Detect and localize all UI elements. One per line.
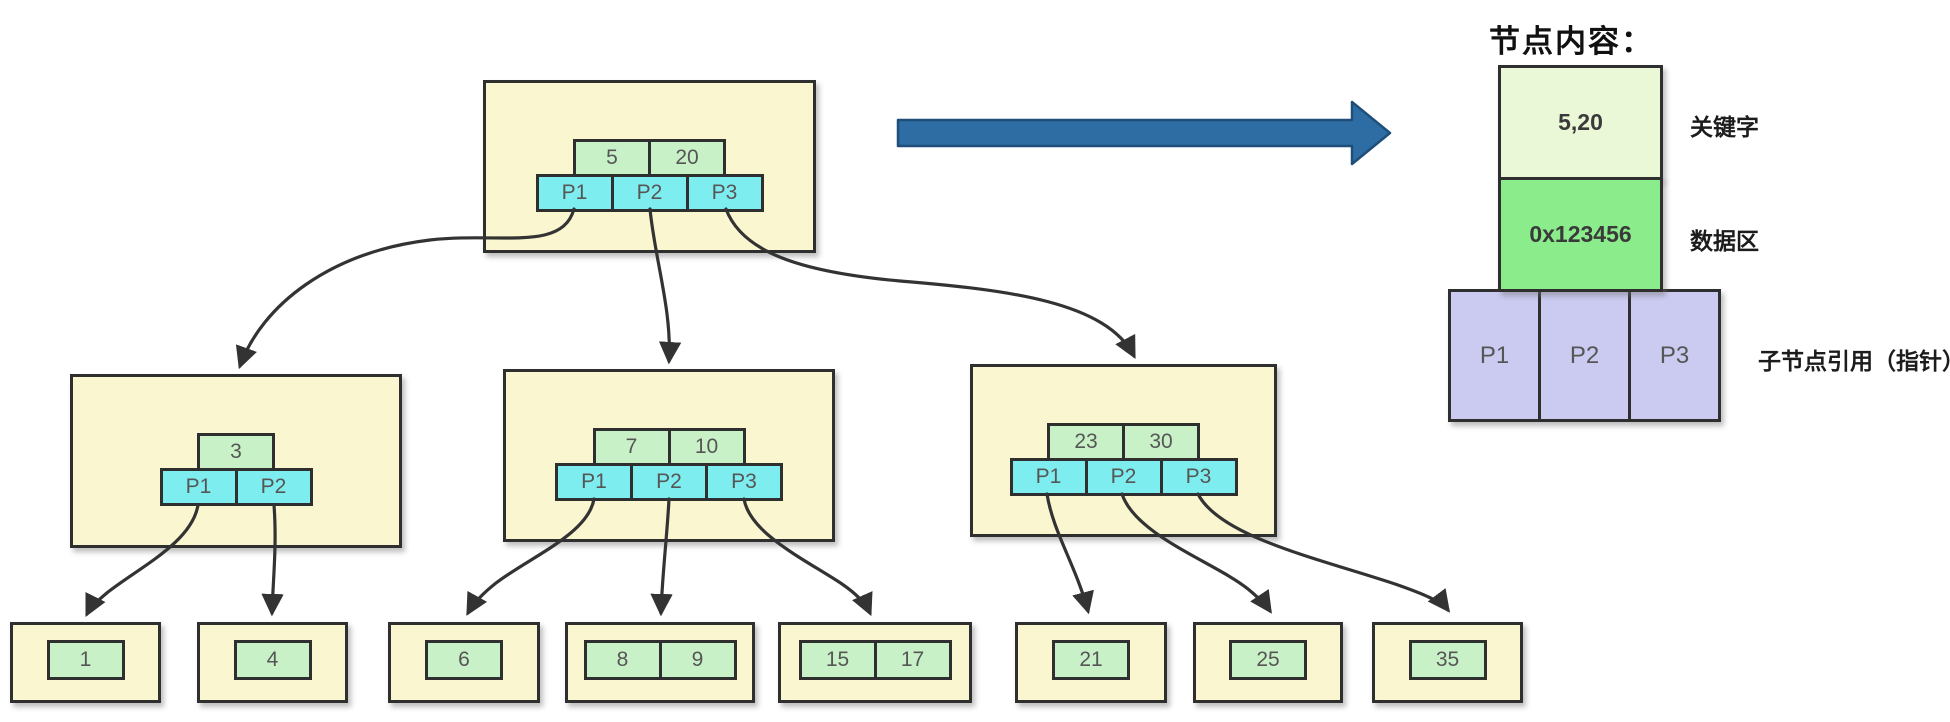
- pointer-cell: P2: [630, 463, 708, 501]
- pointer-cell: P1: [159, 468, 238, 506]
- root-cell-cluster: 5 20 P1 P2 P3: [486, 139, 813, 212]
- leaf-key-row: 1: [13, 640, 158, 680]
- key-cell: 15: [798, 640, 877, 680]
- btree-leaf-node: 4: [197, 622, 348, 703]
- leaf-key-row: 35: [1375, 640, 1520, 680]
- legend-title: 节点内容：: [1489, 24, 1654, 59]
- legend-data-label: 数据区: [1690, 228, 1759, 254]
- legend-data-box: 0x123456: [1498, 177, 1663, 292]
- key-cell: 9: [658, 640, 737, 680]
- btree-leaf-node: 25: [1193, 622, 1343, 703]
- internal-key-row: 3: [197, 433, 275, 471]
- key-cell: 30: [1122, 423, 1200, 461]
- key-cell: 35: [1408, 640, 1487, 680]
- key-cell: 5: [573, 139, 651, 177]
- pointer-cell: P2: [1084, 458, 1163, 496]
- pointer-cell: P3: [685, 174, 764, 212]
- key-cell: 10: [667, 428, 746, 466]
- key-cell: 8: [583, 640, 662, 680]
- leaf-key-row: 8 9: [568, 640, 752, 680]
- btree-leaf-node: 1: [10, 622, 161, 703]
- btree-root-node: 5 20 P1 P2 P3: [483, 80, 816, 253]
- pointer-cell: P2: [234, 468, 313, 506]
- key-cell: 6: [425, 640, 503, 680]
- internal-pointer-row: P1 P2: [159, 468, 313, 506]
- leaf-key-row: 15 17: [781, 640, 969, 680]
- key-cell: 23: [1047, 423, 1125, 461]
- key-cell: 20: [648, 139, 726, 177]
- key-cell: 4: [233, 640, 312, 680]
- root-pointer-row: P1 P2 P3: [535, 174, 764, 212]
- leaf-key-row: 25: [1196, 640, 1340, 680]
- key-cell: 25: [1229, 640, 1307, 680]
- btree-leaf-node: 15 17: [778, 622, 972, 703]
- internal-pointer-row: P1 P2 P3: [555, 463, 783, 501]
- key-cell: 3: [197, 433, 275, 471]
- btree-internal-node-right: 23 30 P1 P2 P3: [970, 364, 1277, 537]
- pointer-cell: P1: [1009, 458, 1088, 496]
- internal-cell-cluster: 3 P1 P2: [73, 433, 399, 506]
- internal-key-row: 23 30: [1047, 423, 1200, 461]
- btree-leaf-node: 35: [1372, 622, 1523, 703]
- legend-keys-label: 关键字: [1690, 114, 1759, 140]
- pointer-cell: P3: [705, 463, 783, 501]
- pointer-cell: P1: [535, 174, 614, 212]
- legend-pointer-row: P1 P2 P3: [1448, 289, 1721, 422]
- legend-pointer-cell: P2: [1538, 289, 1631, 422]
- pointer-cell: P3: [1159, 458, 1238, 496]
- leaf-key-row: 4: [200, 640, 345, 680]
- internal-key-row: 7 10: [592, 428, 746, 466]
- leaf-key-row: 6: [391, 640, 537, 680]
- big-right-arrow: [896, 100, 1392, 166]
- internal-cell-cluster: 7 10 P1 P2 P3: [506, 428, 832, 501]
- key-cell: 17: [873, 640, 952, 680]
- btree-leaf-node: 6: [388, 622, 540, 703]
- legend-pointer-cell: P3: [1628, 289, 1721, 422]
- legend-pointers-label: 子节点引用（指针）: [1758, 348, 1950, 374]
- btree-internal-node-left: 3 P1 P2: [70, 374, 402, 548]
- key-cell: 1: [46, 640, 125, 680]
- key-cell: 21: [1052, 640, 1130, 680]
- key-cell: 7: [592, 428, 671, 466]
- pointer-cell: P2: [610, 174, 689, 212]
- internal-pointer-row: P1 P2 P3: [1009, 458, 1238, 496]
- root-key-row: 5 20: [573, 139, 726, 177]
- internal-cell-cluster: 23 30 P1 P2 P3: [973, 423, 1274, 496]
- leaf-key-row: 21: [1018, 640, 1164, 680]
- btree-internal-node-middle: 7 10 P1 P2 P3: [503, 369, 835, 542]
- legend-keys-box: 5,20: [1498, 65, 1663, 180]
- btree-leaf-node: 8 9: [565, 622, 755, 703]
- pointer-cell: P1: [555, 463, 633, 501]
- legend-pointer-cell: P1: [1448, 289, 1541, 422]
- btree-leaf-node: 21: [1015, 622, 1167, 703]
